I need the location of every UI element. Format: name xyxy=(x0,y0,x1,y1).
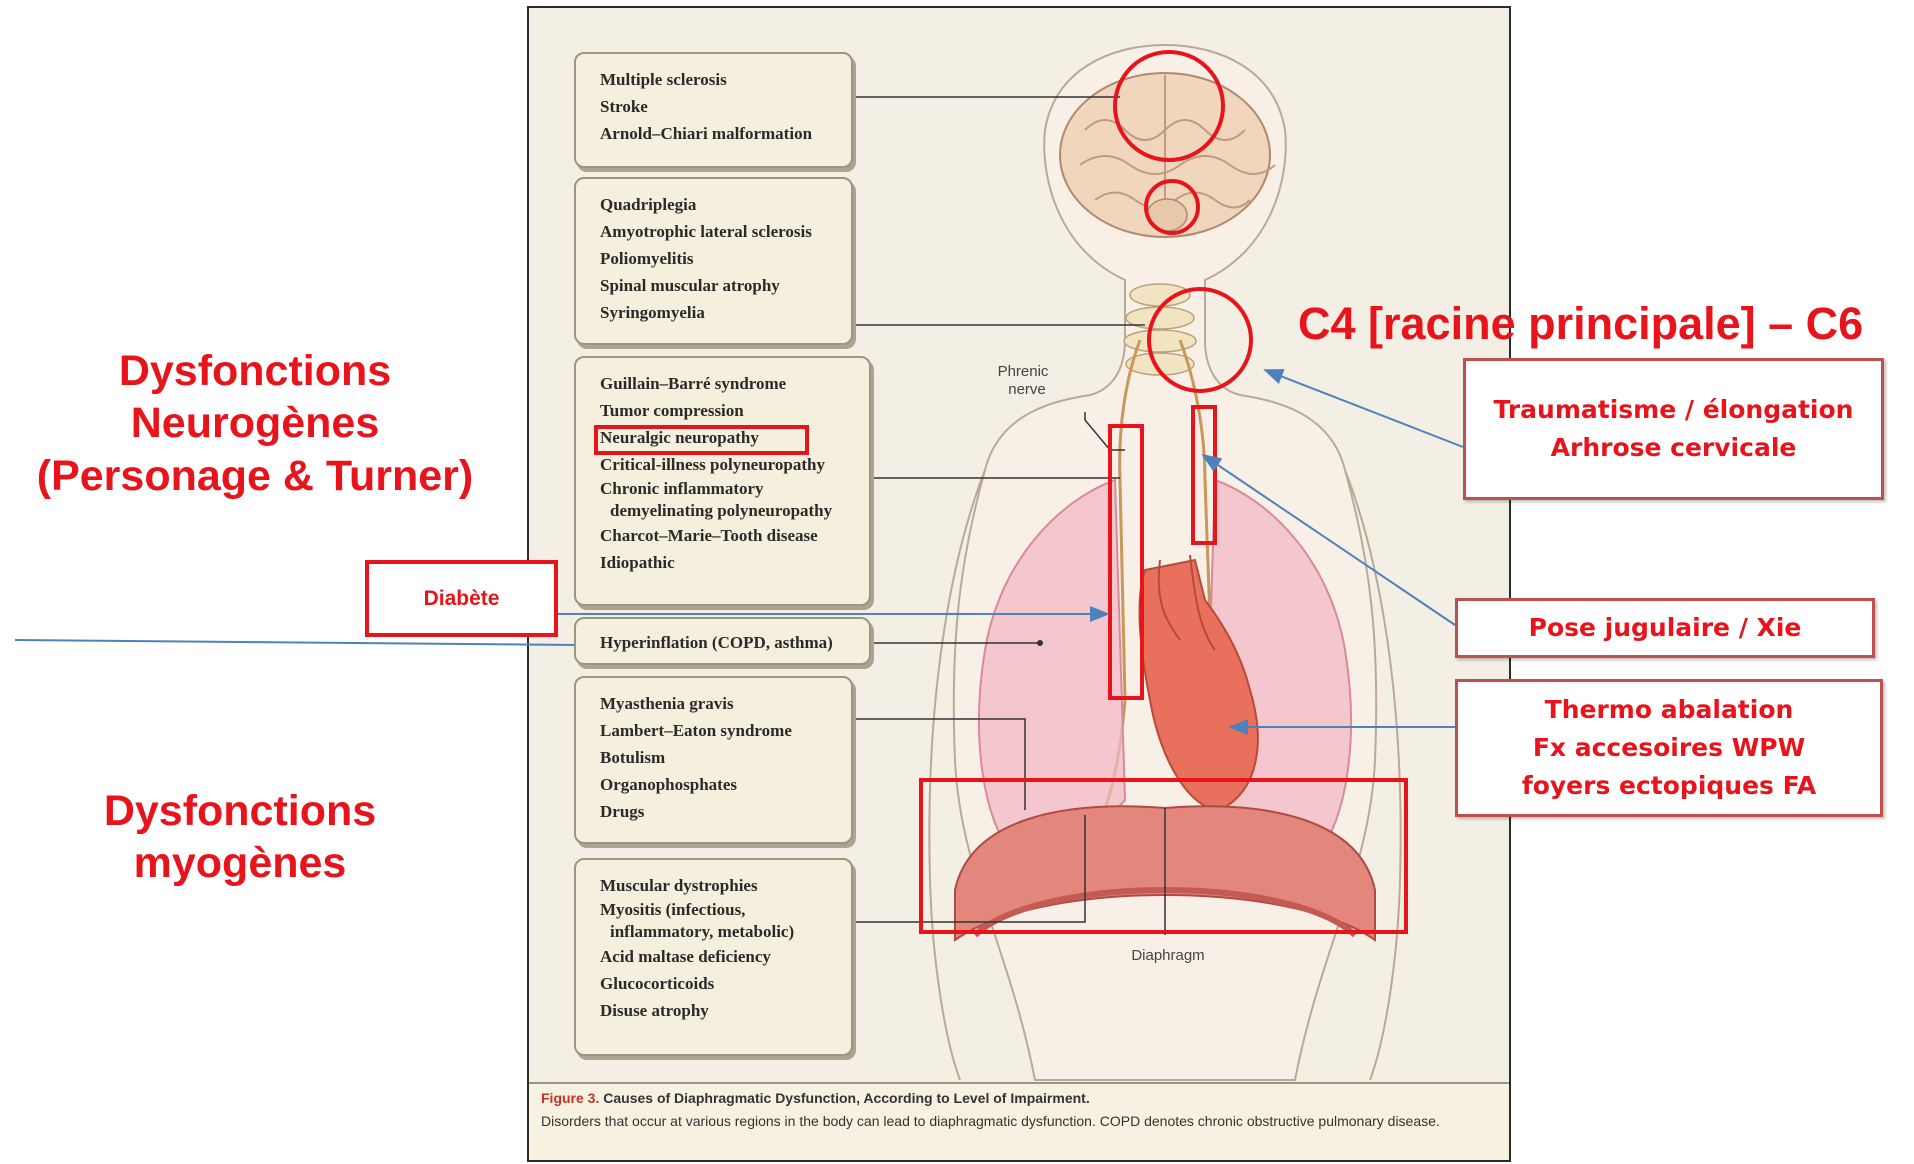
caption-figure-label: Figure 3. xyxy=(541,1090,599,1106)
disease-item: Critical-illness polyneuropathy xyxy=(600,451,855,478)
diabete-annotation-box: Diabète xyxy=(365,560,558,637)
disease-item: Guillain–Barré syndrome xyxy=(600,370,855,397)
disease-item: Stroke xyxy=(600,93,837,120)
disease-item: Multiple sclerosis xyxy=(600,66,837,93)
nerve-disorders-box: Guillain–Barré syndrome Tumor compressio… xyxy=(574,356,871,606)
disease-item: Botulism xyxy=(600,744,837,771)
disease-item: Hyperinflation (COPD, asthma) xyxy=(600,629,855,656)
caption-body: Disorders that occur at various regions … xyxy=(541,1112,1497,1131)
root-level-label: C4 [racine principale] – C6 xyxy=(1298,298,1863,350)
disease-item: Muscular dystrophies xyxy=(600,872,837,899)
disease-item: Drugs xyxy=(600,798,837,825)
diaphragm-label: Diaphragm xyxy=(1131,947,1204,964)
jugular-line: Pose jugulaire / Xie xyxy=(1458,609,1872,647)
disease-item: Myasthenia gravis xyxy=(600,690,837,717)
neuralgic-neuropathy-highlight xyxy=(594,425,809,455)
disease-item: Glucocorticoids xyxy=(600,970,837,997)
disease-item: inflammatory, metabolic) xyxy=(600,921,837,943)
neuromuscular-junction-disorders-box: Myasthenia gravis Lambert–Eaton syndrome… xyxy=(574,676,853,844)
disease-item: Myositis (infectious, xyxy=(600,899,837,921)
caption-title: Causes of Diaphragmatic Dysfunction, Acc… xyxy=(603,1090,1089,1106)
diabete-label: Diabète xyxy=(369,580,554,618)
trauma-annotation-box: Traumatisme / élongation Arhrose cervica… xyxy=(1463,358,1884,500)
ablation-line-2: Fx accesoires WPW xyxy=(1458,729,1880,767)
phrenic-nerve-label-1: Phrenic xyxy=(998,363,1049,380)
figure-caption: Figure 3. Causes of Diaphragmatic Dysfun… xyxy=(529,1082,1509,1160)
ablation-line-3: foyers ectopiques FA xyxy=(1458,767,1880,805)
disease-item: Tumor compression xyxy=(600,397,855,424)
trauma-line-1: Traumatisme / élongation xyxy=(1466,391,1881,429)
disease-item: Disuse atrophy xyxy=(600,997,837,1024)
disease-item: Quadriplegia xyxy=(600,191,837,218)
disease-item: Poliomyelitis xyxy=(600,245,837,272)
caption-title-line: Figure 3. Causes of Diaphragmatic Dysfun… xyxy=(541,1090,1497,1106)
disease-item: Organophosphates xyxy=(600,771,837,798)
disease-item: Idiopathic xyxy=(600,549,855,576)
ablation-line-1: Thermo abalation xyxy=(1458,691,1880,729)
ablation-annotation-box: Thermo abalation Fx accesoires WPW foyer… xyxy=(1455,679,1883,817)
phrenic-nerve-label-2: nerve xyxy=(1008,381,1046,398)
disease-item: Chronic inflammatory xyxy=(600,478,855,500)
spinal-cord-disorders-box: Quadriplegia Amyotrophic lateral scleros… xyxy=(574,177,853,345)
disease-item: Acid maltase deficiency xyxy=(600,943,837,970)
trauma-line-2: Arhrose cervicale xyxy=(1466,429,1881,467)
muscle-disorders-box: Muscular dystrophies Myositis (infectiou… xyxy=(574,858,853,1056)
disease-item: demyelinating polyneuropathy xyxy=(600,500,855,522)
disease-item: Syringomyelia xyxy=(600,299,837,326)
disease-item: Charcot–Marie–Tooth disease xyxy=(600,522,855,549)
disease-item: Amyotrophic lateral sclerosis xyxy=(600,218,837,245)
disease-item: Lambert–Eaton syndrome xyxy=(600,717,837,744)
disease-item: Spinal muscular atrophy xyxy=(600,272,837,299)
brain-disorders-box: Multiple sclerosis Stroke Arnold–Chiari … xyxy=(574,52,853,168)
hyperinflation-box: Hyperinflation (COPD, asthma) xyxy=(574,617,871,665)
jugular-annotation-box: Pose jugulaire / Xie xyxy=(1455,598,1875,658)
disease-item: Arnold–Chiari malformation xyxy=(600,120,837,147)
